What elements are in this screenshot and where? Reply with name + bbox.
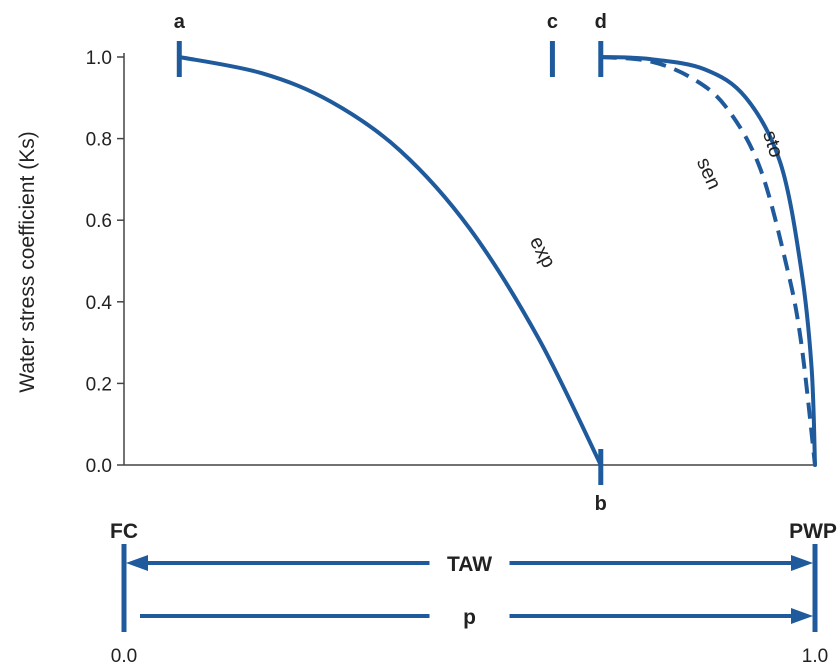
scale-bars: FC PWP TAW p 0.0 1.0 — [110, 520, 837, 667]
scale-bar-p-right-arrow — [791, 608, 813, 624]
y-tick-label: 0.6 — [86, 211, 112, 232]
y-tick-label: 1.0 — [86, 48, 112, 69]
y-tick-label: 0.2 — [86, 374, 112, 395]
y-tick-label: 0.0 — [86, 456, 112, 477]
curve-label-sen: sen — [692, 154, 725, 192]
series-sen — [600, 55, 817, 466]
pwp-label: PWP — [789, 520, 837, 543]
series-exp — [177, 55, 603, 467]
point-label-b: b — [595, 493, 607, 515]
scale-bar-label-p: p — [463, 606, 476, 629]
y-tick-label: 0.4 — [86, 293, 113, 314]
x-tick-label: 0.0 — [111, 646, 137, 667]
curve-labels: exp sen sto — [525, 128, 787, 272]
y-tick-labels: 0.0 0.2 0.4 0.6 0.8 1.0 — [86, 48, 124, 477]
scale-bar-label-TAW: TAW — [447, 553, 492, 576]
y-axis-label: Water stress coefficient (Ks) — [16, 131, 39, 392]
curve-label-sto: sto — [758, 128, 787, 160]
series-sto — [598, 55, 817, 467]
scale-bar-TAW-left-arrow — [126, 555, 148, 571]
point-label-d: d — [595, 11, 607, 33]
axes — [123, 53, 815, 466]
point-label-a: a — [174, 11, 186, 33]
y-tick-label: 0.8 — [86, 130, 112, 151]
x-tick-label: 1.0 — [802, 646, 828, 667]
point-label-c: c — [547, 11, 558, 33]
curve-label-exp: exp — [525, 233, 560, 272]
series-group — [177, 55, 817, 467]
point-markers: a b c d — [174, 11, 607, 515]
fc-label: FC — [110, 520, 138, 543]
scale-bar-TAW-right-arrow — [791, 555, 813, 571]
